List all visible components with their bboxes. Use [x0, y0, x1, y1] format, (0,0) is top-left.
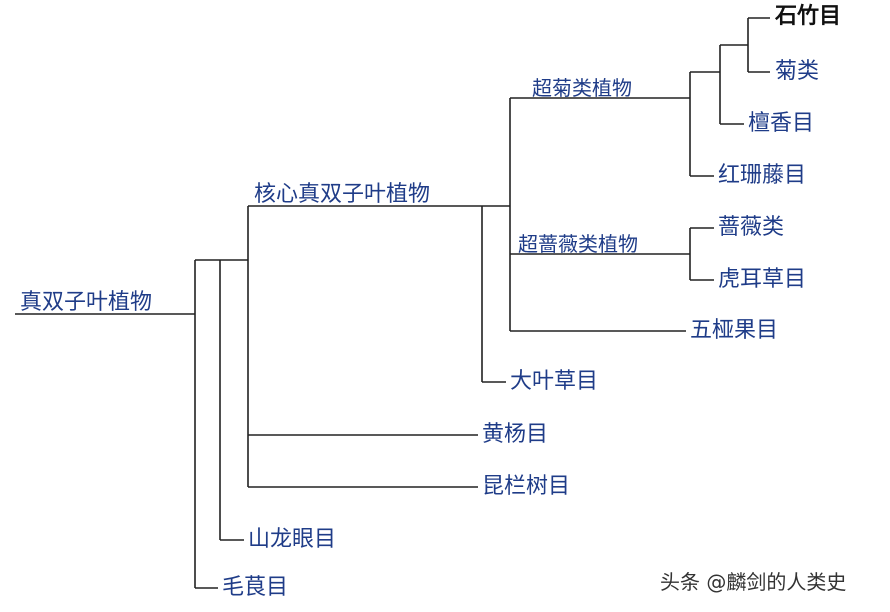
leaf-asterids: 菊类 [775, 59, 820, 84]
superasterids-label: 超菊类植物 [532, 76, 632, 100]
leaf-rosids: 蔷薇类 [718, 215, 785, 240]
leaf-caryophyllales: 石竹目 [775, 4, 842, 29]
leaf-santalales: 檀香目 [748, 111, 815, 136]
leaf-dilleniales: 五桠果目 [690, 318, 779, 343]
watermark: 头条 @麟剑的人类史 [660, 570, 847, 594]
leaf-saxifragales: 虎耳草目 [718, 267, 807, 292]
leaf-berberidopsidales: 红珊藤目 [718, 163, 807, 188]
leaf-buxales: 黄杨目 [482, 422, 549, 447]
root-label: 真双子叶植物 [20, 290, 153, 315]
core-eudicots-label: 核心真双子叶植物 [254, 182, 431, 207]
superrosids-label: 超蔷薇类植物 [518, 232, 638, 256]
leaf-ranunculales: 毛茛目 [222, 575, 289, 600]
leaf-gunnerales: 大叶草目 [510, 369, 599, 394]
leaf-trochodendrales: 昆栏树目 [482, 474, 571, 499]
leaf-proteales: 山龙眼目 [248, 527, 337, 552]
